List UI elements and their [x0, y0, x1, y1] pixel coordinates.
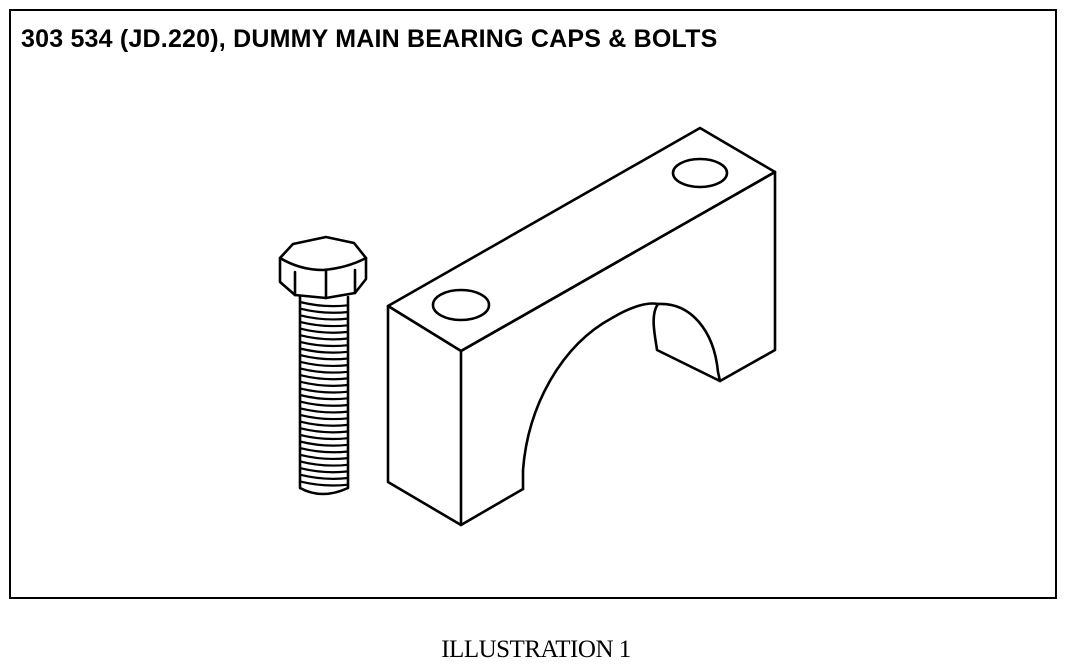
bearing-cap [386, 126, 777, 527]
cap-hole [671, 157, 729, 189]
bolt-shank [298, 295, 350, 496]
line-drawing [278, 126, 777, 527]
thread-line [298, 413, 350, 421]
thread-line [298, 327, 350, 334]
thread-line [298, 433, 350, 441]
thread-line [298, 347, 350, 354]
thread-line [298, 380, 350, 387]
thread-line [298, 314, 350, 321]
thread-line [298, 393, 350, 401]
thread-line [298, 307, 350, 314]
thread-line [298, 420, 350, 427]
cap-side-face [459, 170, 777, 527]
cap-hole [431, 288, 491, 322]
thread-line [298, 360, 350, 368]
figure-title: 303 534 (JD.220), DUMMY MAIN BEARING CAP… [21, 25, 718, 53]
thread-line [298, 427, 350, 434]
thread-line [298, 374, 350, 381]
bolt-threads [298, 300, 350, 487]
cap-arch-back [652, 302, 722, 383]
thread-line [298, 480, 350, 487]
thread-line [298, 440, 350, 447]
thread-line [298, 334, 350, 341]
thread-line [298, 367, 350, 374]
thread-line [298, 320, 350, 328]
thread-line [298, 340, 350, 348]
thread-line [298, 473, 350, 480]
thread-line [298, 354, 350, 361]
thread-line [298, 467, 350, 474]
figure-caption: ILLUSTRATION 1 [441, 636, 631, 663]
bolt-head-facets [278, 256, 368, 300]
thread-line [298, 387, 350, 394]
thread-line [298, 407, 350, 414]
thread-line [298, 453, 350, 461]
thread-line [298, 460, 350, 467]
thread-line [298, 300, 350, 308]
hex-bolt [278, 235, 368, 496]
bolt-head [278, 235, 368, 300]
cap-arch [521, 302, 660, 491]
illustration-frame: 303 534 (JD.220), DUMMY MAIN BEARING CAP… [9, 9, 1057, 599]
thread-line [298, 447, 350, 454]
thread-line [298, 400, 350, 407]
